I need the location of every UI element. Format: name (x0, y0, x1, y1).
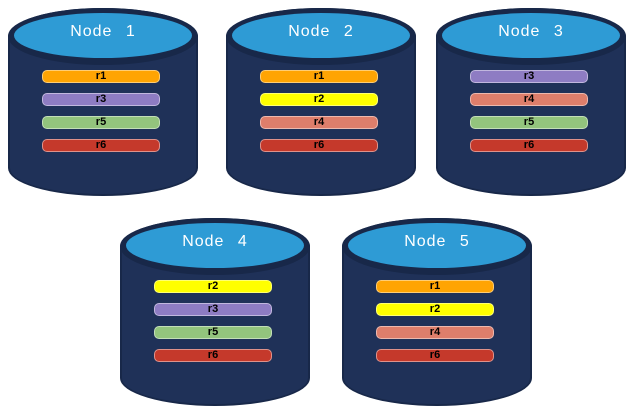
replica-bar-r2: r2 (260, 93, 378, 106)
replica-bar-r3: r3 (42, 93, 160, 106)
database-cylinder-icon-1: Node 1 r1 r3 r5 r6 (8, 8, 198, 196)
database-cylinder-icon-2: Node 2 r1 r2 r4 r6 (226, 8, 416, 196)
replica-bar-r2: r2 (154, 280, 272, 293)
replica-bar-r4: r4 (376, 326, 494, 339)
cylinder-top-face (348, 223, 526, 268)
node-title: Node 4 (182, 233, 248, 250)
replica-list: r1 r2 r4 r6 (376, 280, 494, 362)
replica-bar-r6: r6 (376, 349, 494, 362)
replica-bar-r4: r4 (260, 116, 378, 129)
database-cylinder-icon-5: Node 5 r1 r2 r4 r6 (342, 218, 532, 406)
node-title: Node 2 (288, 23, 354, 40)
replica-bar-r1: r1 (260, 70, 378, 83)
cylinder-top-rim (342, 218, 532, 275)
cylinder-top-rim (120, 218, 310, 275)
replica-bar-r2: r2 (376, 303, 494, 316)
cylinder-top-face (126, 223, 304, 268)
replica-bar-r1: r1 (376, 280, 494, 293)
replica-list: r3 r4 r5 r6 (470, 70, 588, 152)
node-title: Node 1 (70, 23, 136, 40)
database-cylinder-icon-4: Node 4 r2 r3 r5 r6 (120, 218, 310, 406)
cylinder-top-face (14, 13, 192, 58)
replica-bar-r5: r5 (42, 116, 160, 129)
replica-bar-r5: r5 (154, 326, 272, 339)
cylinder-top-face (232, 13, 410, 58)
replica-bar-r3: r3 (470, 70, 588, 83)
node-title: Node 3 (498, 23, 564, 40)
replica-bar-r5: r5 (470, 116, 588, 129)
replica-bar-r1: r1 (42, 70, 160, 83)
replica-bar-r3: r3 (154, 303, 272, 316)
cylinder-top-rim (436, 8, 626, 65)
replica-bar-r6: r6 (470, 139, 588, 152)
replica-list: r1 r3 r5 r6 (42, 70, 160, 152)
database-cylinder-icon-3: Node 3 r3 r4 r5 r6 (436, 8, 626, 196)
replica-bar-r6: r6 (42, 139, 160, 152)
replica-bar-r6: r6 (260, 139, 378, 152)
replica-list: r1 r2 r4 r6 (260, 70, 378, 152)
cylinder-top-rim (8, 8, 198, 65)
cylinder-top-rim (226, 8, 416, 65)
replica-bar-r6: r6 (154, 349, 272, 362)
replica-bar-r4: r4 (470, 93, 588, 106)
replica-list: r2 r3 r5 r6 (154, 280, 272, 362)
node-title: Node 5 (404, 233, 470, 250)
cylinder-top-face (442, 13, 620, 58)
